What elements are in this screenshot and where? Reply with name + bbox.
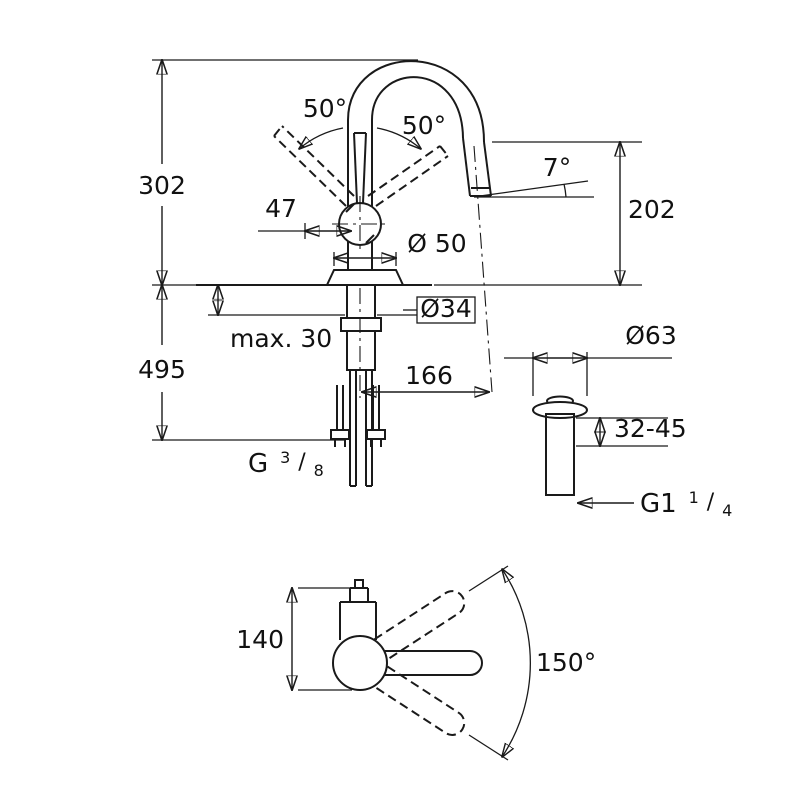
faucet-outline	[196, 60, 492, 487]
thread-g38-numerator: 3	[280, 448, 290, 467]
centerlines	[332, 145, 493, 398]
drain-outline	[532, 395, 588, 496]
mounting-nut	[340, 317, 382, 332]
dim-47: 47	[258, 194, 351, 239]
spout-outer-curve	[347, 60, 485, 143]
spout-outlet	[462, 137, 471, 197]
main-view: 302 495 50° 50° 47	[138, 60, 676, 487]
supply-hoses	[349, 370, 373, 487]
clamp-range-label: 32-45	[614, 414, 687, 443]
water-stream-centerline	[473, 145, 493, 393]
angle-50-right-label: 50°	[402, 111, 446, 140]
front-outline	[332, 579, 483, 691]
dia-34-label: Ø34	[420, 294, 472, 323]
angle-50-left-label: 50°	[303, 94, 347, 123]
thread-g114-slash: /	[707, 490, 715, 515]
lever-swivel-dashed	[273, 125, 449, 207]
dia-50-label: Ø 50	[407, 229, 466, 258]
thread-g114-label: G1 1 / 4	[640, 480, 732, 520]
angle-50-right: 50°	[376, 111, 446, 149]
dim-140: 140	[236, 588, 352, 690]
thread-g114-denominator: 4	[722, 501, 732, 520]
max-30-label: max. 30	[230, 324, 332, 353]
dia-34-box	[416, 296, 476, 324]
thread-g38-denominator: 8	[314, 461, 324, 480]
mounting-studs	[330, 385, 386, 447]
dim-dia-63: Ø63	[504, 321, 677, 396]
angle-7: 7°	[474, 153, 594, 198]
front-swivel-joint	[332, 635, 388, 691]
thread-g114-numerator: 1	[689, 488, 699, 507]
dim-302-label: 302	[138, 171, 186, 200]
thread-g114: G1 1 / 4	[578, 480, 732, 520]
base-escutcheon	[325, 269, 405, 286]
dim-202: 202	[434, 142, 676, 285]
dim-dia-34: Ø34	[403, 294, 476, 324]
thread-g114-prefix: G1	[640, 489, 677, 519]
spout-swivel-dashed	[373, 590, 466, 736]
angle-50-left: 50°	[299, 94, 347, 149]
front-view: 150° 140	[236, 565, 596, 761]
angle-7-label: 7°	[543, 153, 571, 182]
dim-max-30: max. 30	[218, 285, 332, 353]
angle-150: 150°	[468, 565, 596, 761]
dim-202-label: 202	[628, 195, 676, 224]
drain-view: Ø63 32-45 G1 1 / 4	[504, 321, 732, 520]
spout-inner-curve	[371, 76, 464, 139]
angle-150-label: 150°	[536, 648, 596, 677]
dim-47-label: 47	[265, 194, 297, 223]
dim-32-45: 32-45	[576, 414, 687, 446]
dim-495-label: 495	[138, 355, 186, 384]
front-lever-tab	[354, 579, 364, 589]
drain-flange	[532, 401, 588, 419]
dim-166: 166	[362, 361, 489, 392]
dim-302: 302	[138, 60, 418, 285]
dia-63-label: Ø63	[625, 321, 677, 350]
lever-handle	[353, 132, 358, 204]
dim-140-label: 140	[236, 625, 284, 654]
dim-166-label: 166	[405, 361, 453, 390]
dim-dia-50: Ø 50	[334, 229, 467, 266]
thread-g38-slash: /	[298, 450, 306, 475]
dim-495: 495	[138, 285, 345, 440]
thread-g38-prefix: G	[248, 449, 268, 479]
drain-threaded-body	[545, 413, 575, 496]
thread-g38-label: G 3 / 8	[248, 440, 324, 480]
